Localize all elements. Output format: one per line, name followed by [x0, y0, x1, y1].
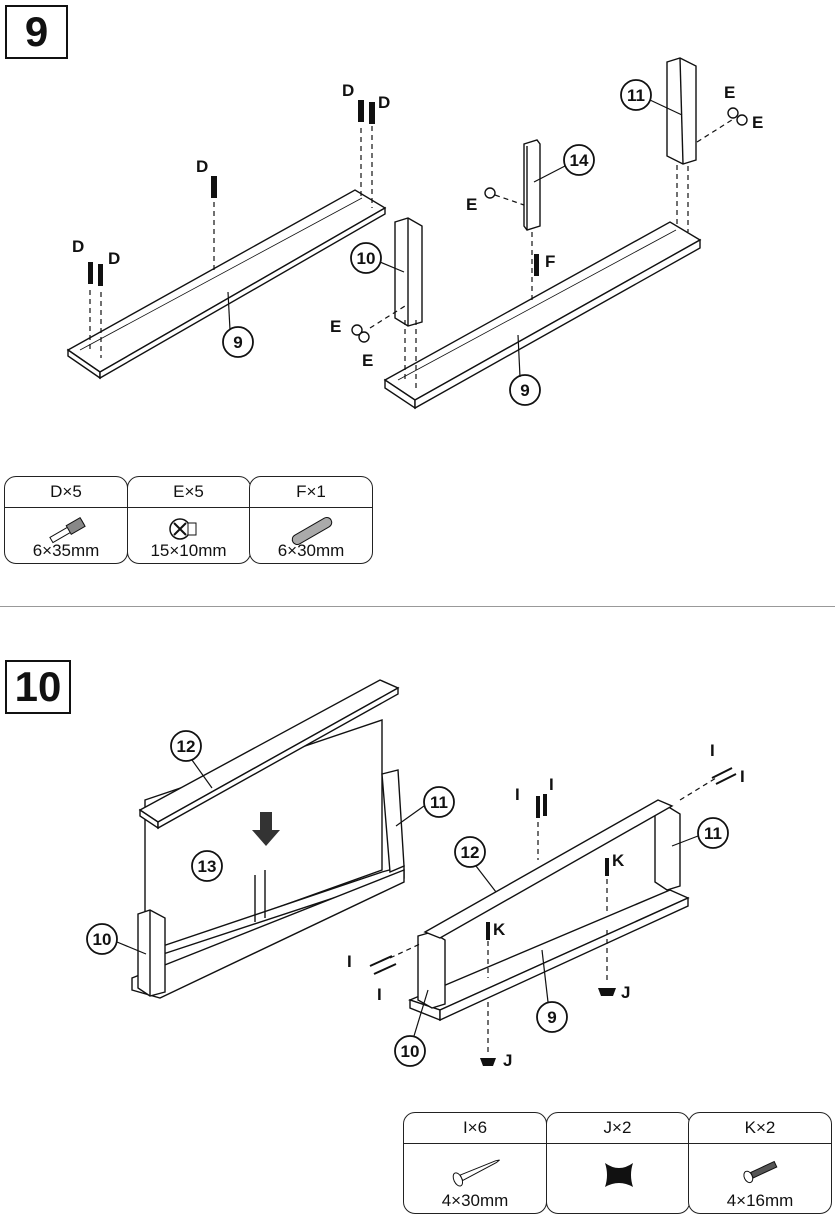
cam-lock-icon	[168, 518, 196, 540]
callout-11b: 11	[704, 824, 722, 843]
hardware-item: E×5 15×10mm	[126, 476, 251, 564]
svg-text:K: K	[493, 920, 506, 939]
step-number-9: 9	[5, 5, 68, 59]
foot-icon	[604, 1163, 633, 1187]
hardware-item: D×5 6×35mm	[4, 476, 128, 564]
callout-13: 13	[198, 857, 217, 876]
callout-9b: 9	[520, 381, 529, 400]
cam-bolt-icon	[49, 516, 86, 544]
top-rail-12	[423, 799, 674, 939]
rail-9-right	[383, 221, 702, 401]
callout-11: 11	[627, 86, 645, 105]
svg-text:I: I	[377, 985, 382, 1004]
svg-text:D: D	[72, 237, 84, 256]
step-divider	[0, 606, 835, 607]
hardware-item: F×1 6×30mm	[249, 476, 373, 564]
svg-text:E: E	[466, 195, 477, 214]
short-screw-icon	[743, 1160, 778, 1184]
svg-text:I: I	[710, 741, 715, 760]
rail-9	[408, 889, 690, 1011]
svg-text:K: K	[612, 851, 625, 870]
svg-text:D: D	[196, 157, 208, 176]
svg-text:D: D	[108, 249, 120, 268]
step10-diagram: 12 13 11 10 12 11 9 10 I I I I I I K K J…	[86, 679, 745, 1070]
panel-14	[523, 139, 541, 231]
svg-text:J: J	[621, 983, 630, 1002]
step-number-10: 10	[5, 660, 71, 714]
callout-10b: 10	[401, 1042, 420, 1061]
callout-9: 9	[547, 1008, 556, 1027]
hardware-item: I×6 4×30mm	[403, 1112, 547, 1214]
svg-text:I: I	[549, 775, 554, 794]
screw-icon	[452, 1159, 500, 1187]
callout-14: 14	[570, 151, 589, 170]
callout-9a: 9	[233, 333, 242, 352]
svg-text:E: E	[752, 113, 763, 132]
base-rail	[131, 868, 405, 999]
callout-10a: 10	[93, 930, 112, 949]
svg-text:D: D	[378, 93, 390, 112]
callout-11a: 11	[430, 793, 448, 812]
svg-text:E: E	[330, 317, 341, 336]
svg-text:I: I	[347, 952, 352, 971]
side-panel-11b	[654, 805, 681, 891]
cam-bolts	[88, 100, 539, 286]
step10-hardware-table: I×6 4×30mm J×2 K×2 4×16mm	[403, 1112, 832, 1214]
hardware-item: K×2 4×16mm	[688, 1112, 832, 1214]
svg-text:F: F	[545, 252, 555, 271]
svg-text:J: J	[503, 1051, 512, 1070]
step9-diagram: 9 9 10 14 11 D D D D D E E E E E F	[66, 57, 763, 410]
hardware-item: J×2	[545, 1112, 690, 1214]
callout-12b: 12	[461, 843, 480, 862]
svg-text:I: I	[740, 767, 745, 786]
callout-12a: 12	[177, 737, 196, 756]
svg-text:I: I	[515, 785, 520, 804]
svg-text:E: E	[724, 83, 735, 102]
step9-hardware-table: D×5 6×35mm E×5 15×10mm F×1 6×30mm	[4, 476, 373, 564]
callout-10: 10	[357, 249, 376, 268]
svg-text:D: D	[342, 81, 354, 100]
wood-dowel-icon	[291, 517, 333, 545]
side-panel-10b	[417, 931, 446, 1009]
svg-text:E: E	[362, 351, 373, 370]
